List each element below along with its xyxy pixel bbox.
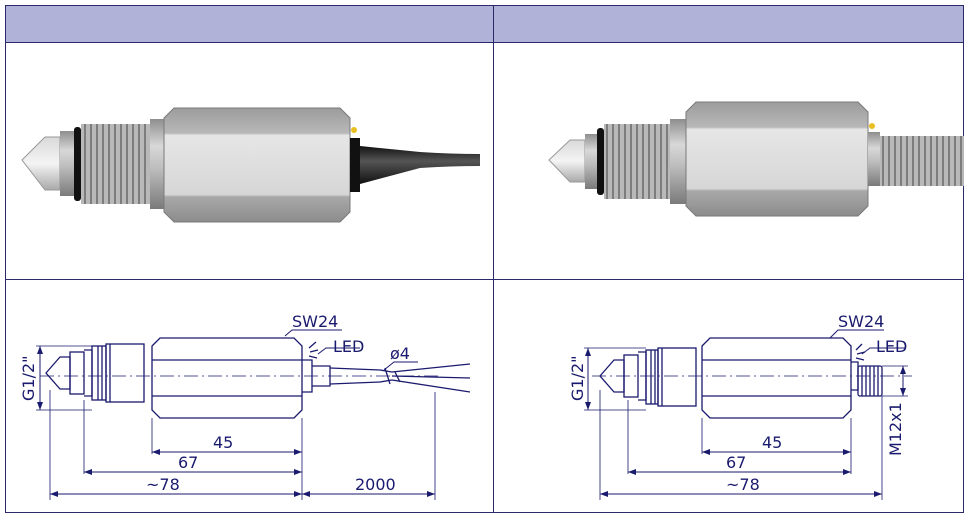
dim-cable-length-label: 2000 (355, 475, 396, 494)
sensor-thread (604, 124, 670, 199)
cable-diameter-label: ø4 (390, 344, 410, 363)
drawing-connector-version (584, 329, 912, 500)
hex-body (163, 107, 351, 223)
sensor-collar (585, 134, 597, 189)
table-header (6, 6, 963, 43)
led-indicator (869, 123, 875, 129)
o-ring (597, 128, 604, 195)
led-label: LED (333, 337, 364, 356)
dim-45-label: 45 (213, 433, 233, 452)
sensor-tip (21, 136, 61, 191)
sensor-neck (150, 119, 164, 209)
cable-gland (350, 138, 360, 192)
thread-size-label: G1/2" (568, 355, 587, 401)
column-divider (493, 6, 494, 512)
connector-base (868, 132, 880, 186)
dim-45-label: 45 (762, 433, 782, 452)
row-divider (6, 279, 963, 280)
connector-size-label: M12x1 (886, 402, 905, 456)
led-indicator (351, 127, 357, 133)
thread-size-label: G1/2" (19, 355, 38, 401)
dim-78-label: ~78 (146, 475, 180, 494)
hex-body (685, 101, 869, 217)
dim-67-label: 67 (178, 453, 198, 472)
sensor-neck (670, 119, 686, 204)
wrench-size-label: SW24 (838, 312, 884, 331)
drawing-cable-version (36, 329, 471, 500)
wrench-size-label: SW24 (292, 312, 338, 331)
cable (360, 146, 480, 184)
sensor-photo-connector (548, 101, 964, 217)
product-table (5, 5, 964, 513)
sensor-tip (548, 139, 586, 183)
sensor-collar (60, 131, 74, 196)
sensor-thread (81, 124, 151, 204)
led-label: LED (876, 337, 907, 356)
dim-78-label: ~78 (726, 475, 760, 494)
m12-connector (880, 136, 964, 186)
dim-67-label: 67 (726, 453, 746, 472)
sensor-photo-cable (21, 107, 480, 223)
o-ring (74, 127, 81, 201)
